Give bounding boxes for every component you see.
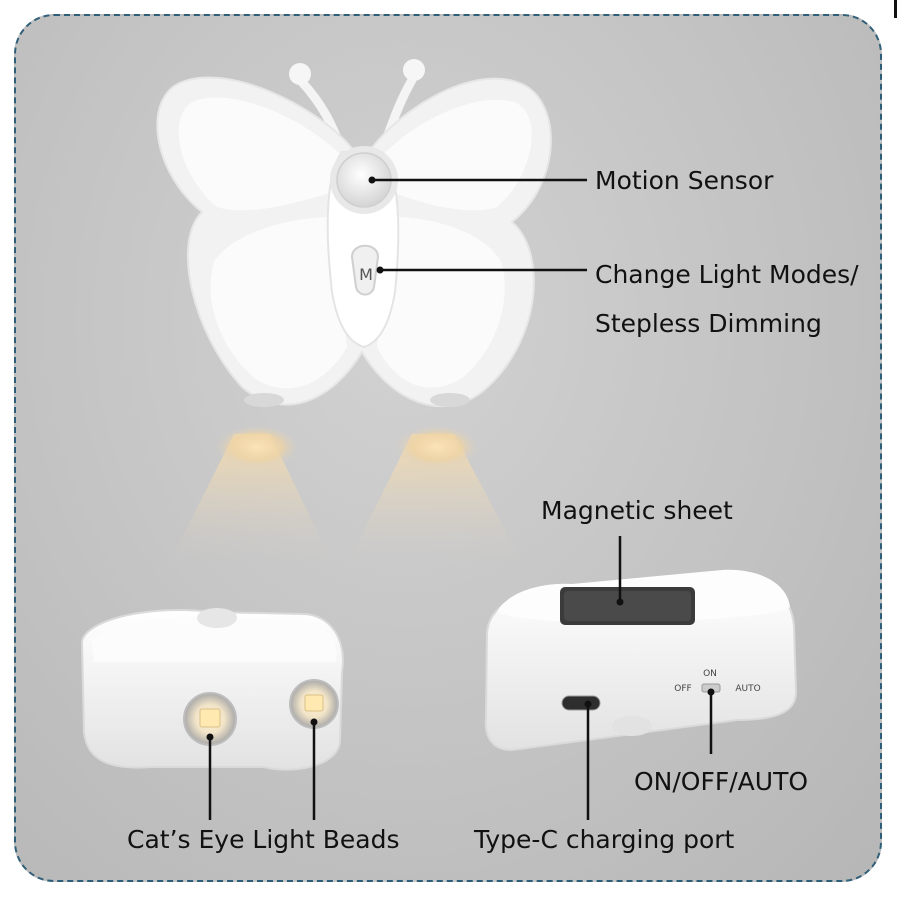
light-bead-chip-right — [304, 694, 324, 712]
light-beam-left — [170, 434, 332, 562]
light-glow-left — [215, 425, 299, 469]
label-stepless-dimming: Stepless Dimming — [595, 309, 822, 338]
label-on-off-auto: ON/OFF/AUTO — [634, 767, 809, 796]
switch-label-auto: AUTO — [735, 684, 760, 694]
switch-label-off: OFF — [674, 684, 691, 694]
wing-upper-right — [370, 99, 532, 211]
label-motion-sensor: Motion Sensor — [595, 166, 774, 195]
light-glow-right — [395, 425, 479, 469]
wing-lower-right — [377, 217, 505, 388]
antenna-tip-right — [403, 59, 425, 81]
switch-label-on: ON — [703, 669, 717, 679]
product-panel: M ON OFF AUTO — [14, 14, 882, 882]
mode-button — [350, 244, 380, 296]
callout-dots — [206, 176, 715, 741]
product-illustration: M ON OFF AUTO — [80, 59, 798, 820]
label-magnetic-sheet: Magnetic sheet — [541, 496, 733, 525]
butterfly-light: M — [156, 59, 552, 408]
wing-upper-left — [178, 97, 354, 211]
bottom-led-right — [430, 393, 470, 407]
device-back-view: ON OFF AUTO — [484, 569, 798, 752]
callout-lines — [208, 178, 713, 820]
label-change-light-modes: Change Light Modes/ — [595, 260, 859, 289]
light-beams — [170, 425, 522, 562]
magnetic-sheet-inner — [564, 591, 691, 621]
antenna-tip-left — [289, 63, 311, 85]
label-type-c-charging-port: Type-C charging port — [474, 825, 735, 854]
light-bead-chip-left — [199, 708, 221, 728]
back-view-foot — [612, 716, 652, 736]
light-beam-right — [348, 434, 522, 562]
bottom-led-left — [244, 393, 284, 407]
label-cats-eye-light-beads: Cat’s Eye Light Beads — [127, 825, 400, 854]
mode-button-letter: M — [359, 265, 373, 284]
type-c-port — [561, 695, 601, 711]
wing-lower-left — [210, 217, 347, 389]
front-view-sensor — [197, 608, 237, 628]
device-front-view — [80, 608, 344, 771]
front-view-top — [92, 616, 337, 662]
edge-mark — [894, 0, 897, 18]
